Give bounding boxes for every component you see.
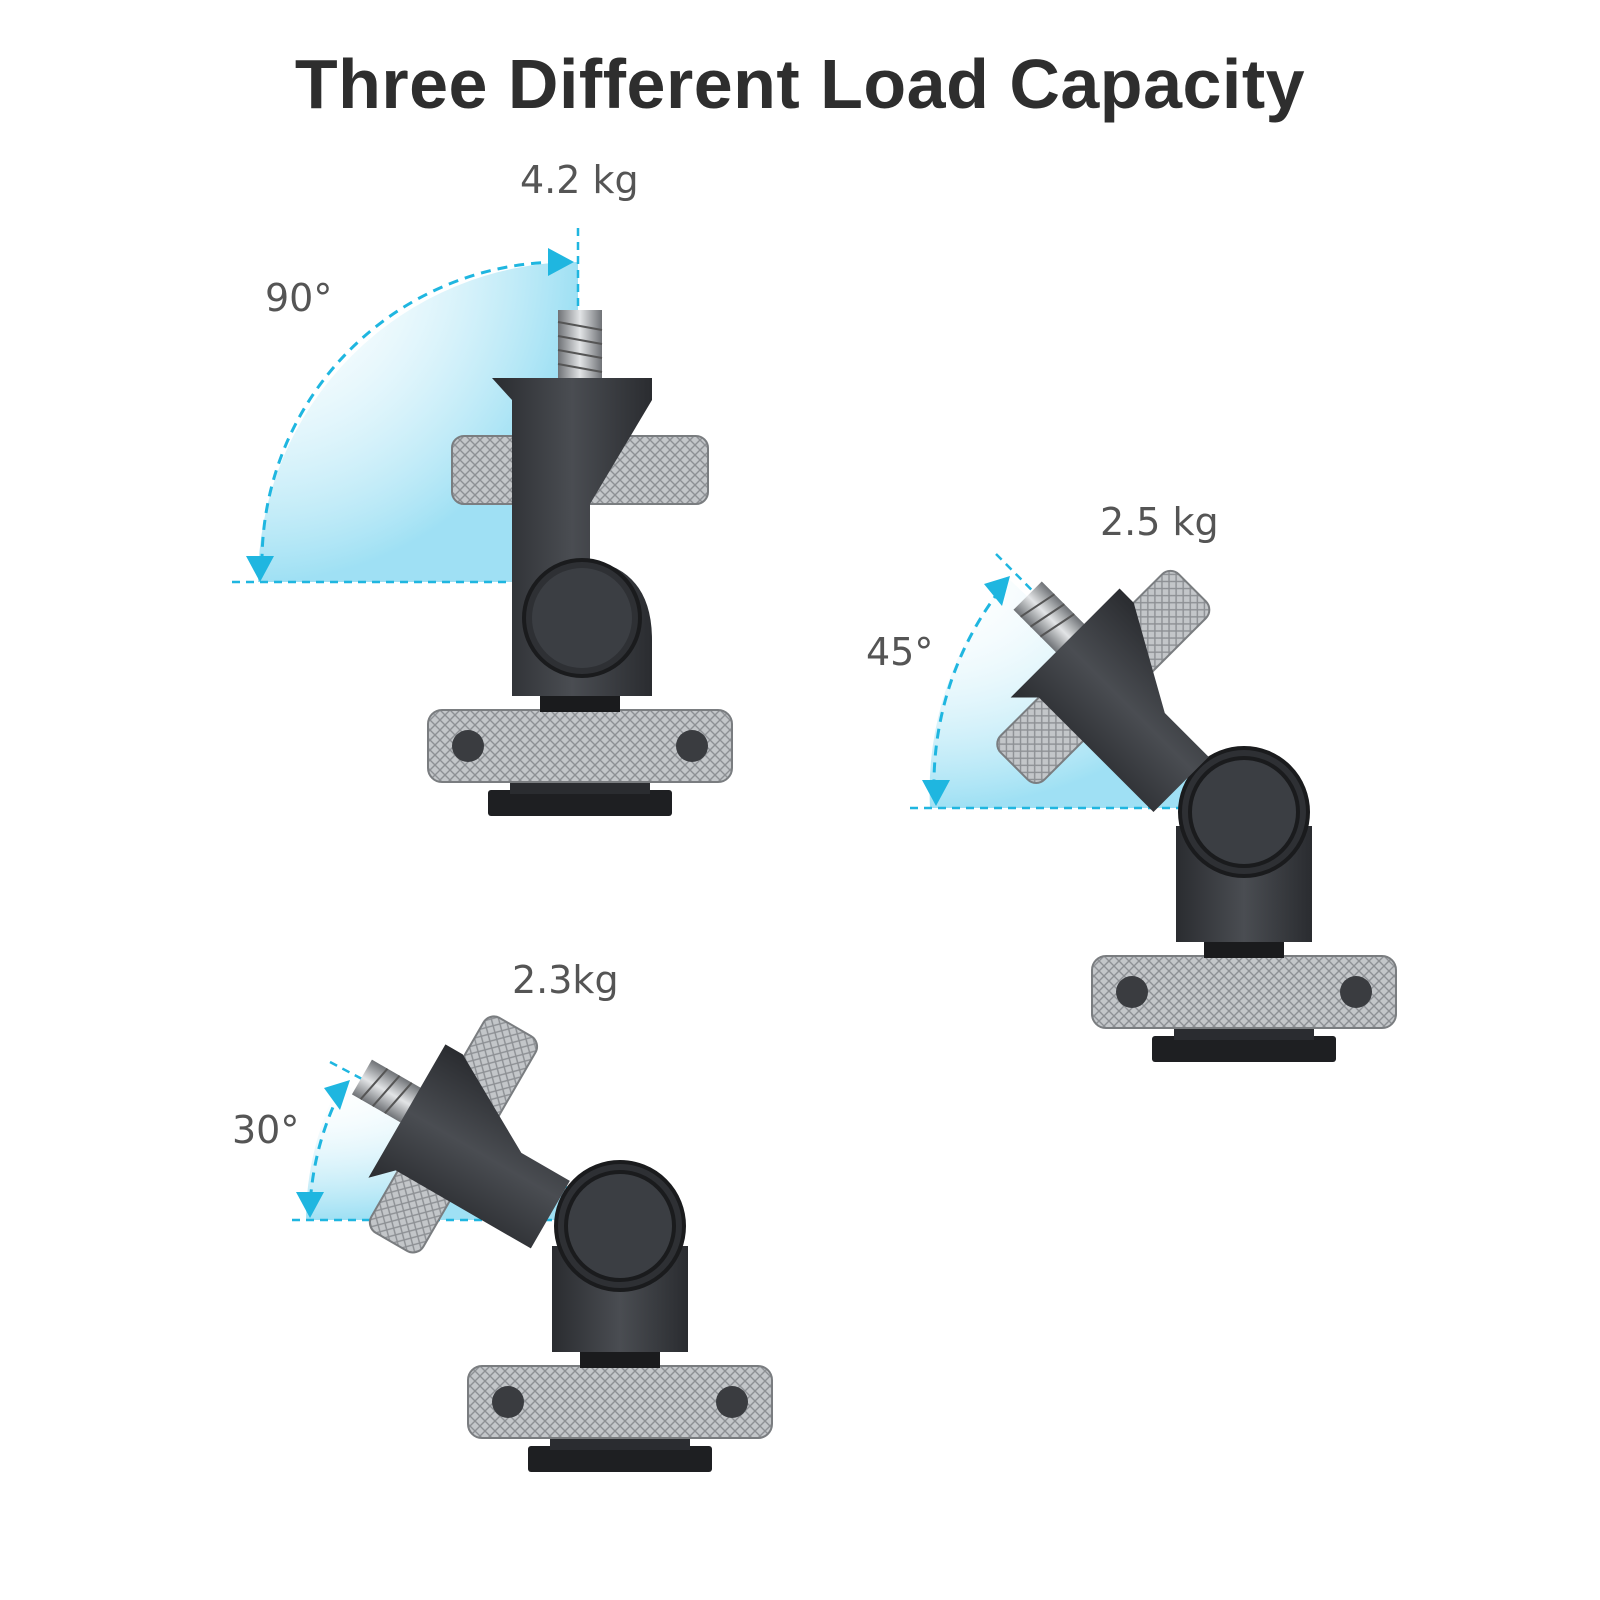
angle-label-45: 45°	[866, 630, 934, 674]
angle-arc-arrow-icon	[260, 260, 559, 563]
angle-arc-arrow-icon	[932, 589, 1002, 791]
angle-label-90: 90°	[265, 276, 333, 320]
load-label-30: 2.3kg	[512, 958, 619, 1002]
page-title: Three Different Load Capacity	[294, 45, 1306, 123]
mount-90-icon	[232, 228, 733, 817]
angle-label-30: 30°	[232, 1108, 300, 1152]
load-label-90: 4.2 kg	[520, 158, 639, 202]
mount-45-icon	[910, 553, 1397, 1063]
mount-30-icon	[292, 1015, 773, 1473]
load-label-45: 2.5 kg	[1100, 500, 1219, 544]
